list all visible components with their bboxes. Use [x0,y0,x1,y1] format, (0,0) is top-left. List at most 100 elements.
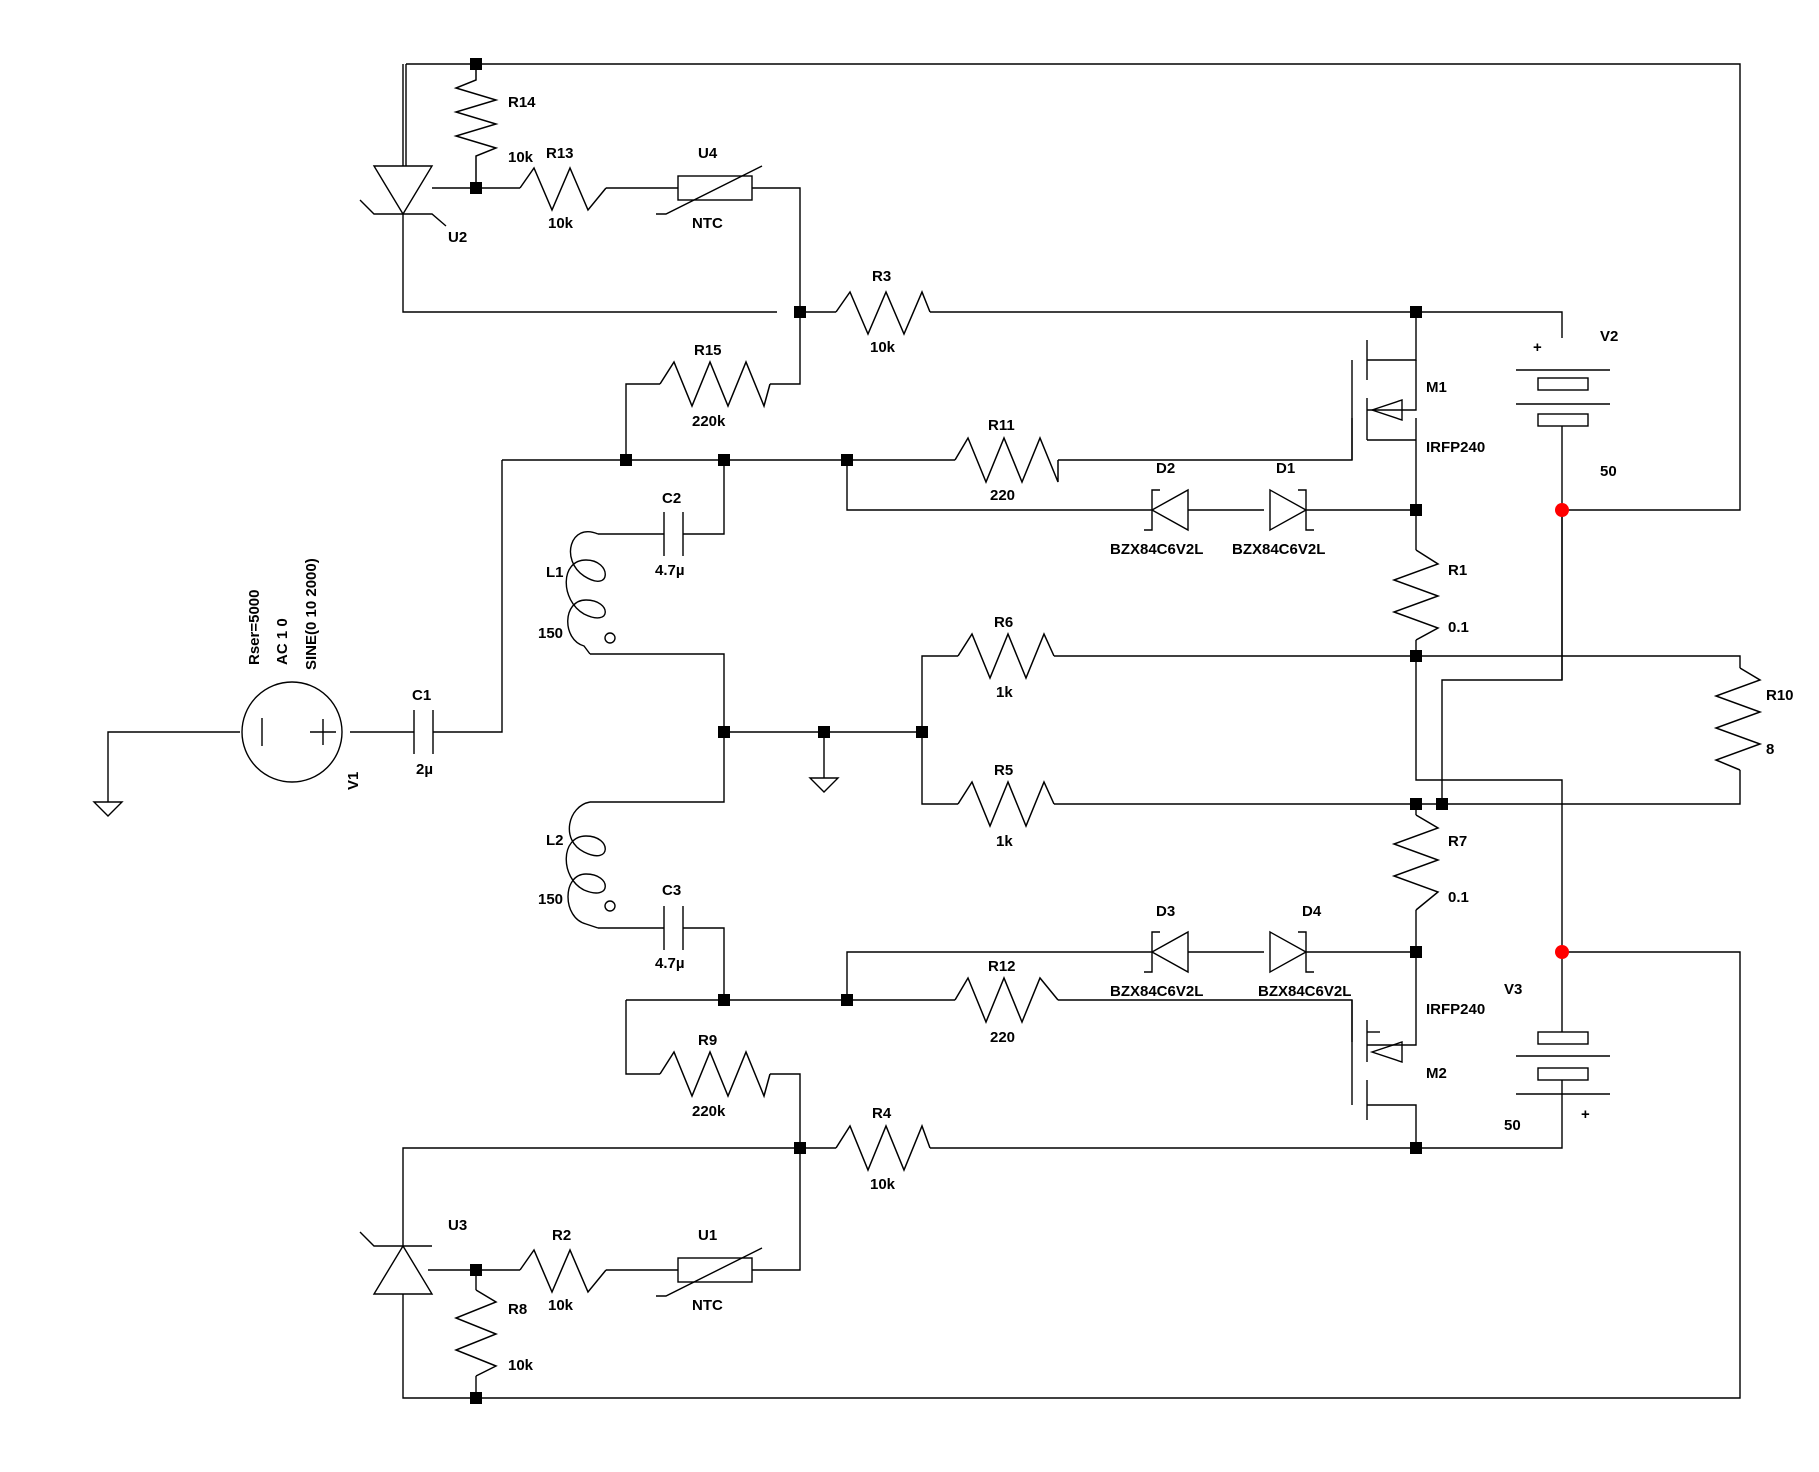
component-r10: R10 8 [1713,667,1794,771]
component-u3: U3 [359,1217,467,1295]
junction-node [841,994,853,1006]
value-r5: 1k [996,833,1013,850]
component-d4: D4 BZX84C6V2L [1258,903,1351,1000]
component-u2: U2 [359,165,467,246]
junction-node [1410,798,1422,810]
ref-u3: U3 [448,1217,467,1234]
param-sine: SINE(0 10 2000) [303,558,320,670]
junction-node [794,306,806,318]
junction-node [818,726,830,738]
component-m2: IRFP240 M2 [1351,1000,1485,1120]
ref-l2: L2 [546,832,564,849]
junction-node [1410,1142,1422,1154]
component-r8: R8 10k [453,1289,534,1377]
junction-node [620,454,632,466]
value-r11: 220 [990,487,1015,504]
component-r3: R3 10k [835,268,931,356]
ref-r2: R2 [552,1227,571,1244]
plus-v3: + [1581,1106,1590,1123]
value-m1: IRFP240 [1426,439,1485,456]
junctions [470,58,1569,1404]
component-d1: D1 BZX84C6V2L [1232,460,1325,558]
value-r1: 0.1 [1448,619,1469,636]
ref-r15: R15 [694,342,722,359]
ref-r10: R10 [1766,687,1794,704]
ref-v2: V2 [1600,328,1618,345]
value-r4: 10k [870,1176,896,1193]
junction-node [470,58,482,70]
value-r14: 10k [508,149,534,166]
ref-d2: D2 [1156,460,1175,477]
component-r4: R4 10k [835,1105,931,1193]
component-v2: + V2 50 [1516,328,1618,480]
value-r15: 220k [692,413,726,430]
component-r2: R2 10k [519,1227,607,1314]
component-r5: R5 1k [957,762,1055,850]
junction-node [718,726,730,738]
probe-node [1555,945,1569,959]
ref-u4: U4 [698,145,718,162]
component-u1: U1 NTC [656,1227,763,1314]
value-r2: 10k [548,1297,574,1314]
component-r9: R9 220k [659,1032,771,1120]
ref-c3: C3 [662,882,681,899]
component-v3: V3 50 + [1504,981,1610,1134]
value-d1: BZX84C6V2L [1232,541,1325,558]
component-r11: R11 220 [954,417,1059,504]
junction-node [1410,946,1422,958]
ref-d3: D3 [1156,903,1175,920]
value-d2: BZX84C6V2L [1110,541,1203,558]
junction-node [794,1142,806,1154]
component-d2: D2 BZX84C6V2L [1110,460,1203,558]
ref-d4: D4 [1302,903,1322,920]
component-r1: R1 0.1 [1391,549,1469,641]
value-d4: BZX84C6V2L [1258,983,1351,1000]
component-d3: D3 BZX84C6V2L [1110,903,1203,1000]
junction-node [841,454,853,466]
probe-node [1555,503,1569,517]
component-r15: R15 220k [659,342,771,430]
ref-u2: U2 [448,229,467,246]
value-r8: 10k [508,1357,534,1374]
component-m1: M1 IRFP240 [1351,340,1485,460]
value-u1: NTC [692,1297,723,1314]
value-l2: 150 [538,891,563,908]
value-r3: 10k [870,339,896,356]
junction-node [1410,504,1422,516]
component-v1: Rser=5000 AC 1 0 SINE(0 10 2000) V1 [241,558,362,790]
value-u4: NTC [692,215,723,232]
ref-u1: U1 [698,1227,717,1244]
ref-c1: C1 [412,687,431,704]
value-m2: IRFP240 [1426,1001,1485,1018]
junction-node [470,182,482,194]
ref-r5: R5 [994,762,1013,779]
ref-r6: R6 [994,614,1013,631]
junction-node [1436,798,1448,810]
ref-r9: R9 [698,1032,717,1049]
component-r13: R13 10k [519,145,607,232]
ref-r8: R8 [508,1301,527,1318]
param-rser: Rser=5000 [246,590,263,665]
junction-node [718,454,730,466]
junction-node [1410,306,1422,318]
junction-node [1410,650,1422,662]
ground-symbol [92,801,124,817]
junction-node [718,994,730,1006]
ref-d1: D1 [1276,460,1295,477]
value-r13: 10k [548,215,574,232]
ref-m2: M2 [1426,1065,1447,1082]
ground-symbol [808,777,840,793]
junction-node [470,1264,482,1276]
junction-node [916,726,928,738]
component-c3: C3 4.7µ [655,882,685,972]
ref-c2: C2 [662,490,681,507]
value-v3: 50 [1504,1117,1521,1134]
component-r7: R7 0.1 [1391,814,1469,911]
ref-v1: V1 [345,772,362,790]
component-c2: C2 4.7µ [655,490,685,579]
value-c1: 2µ [416,761,433,778]
value-v2: 50 [1600,463,1617,480]
ref-r4: R4 [872,1105,892,1122]
ref-r11: R11 [988,417,1015,434]
